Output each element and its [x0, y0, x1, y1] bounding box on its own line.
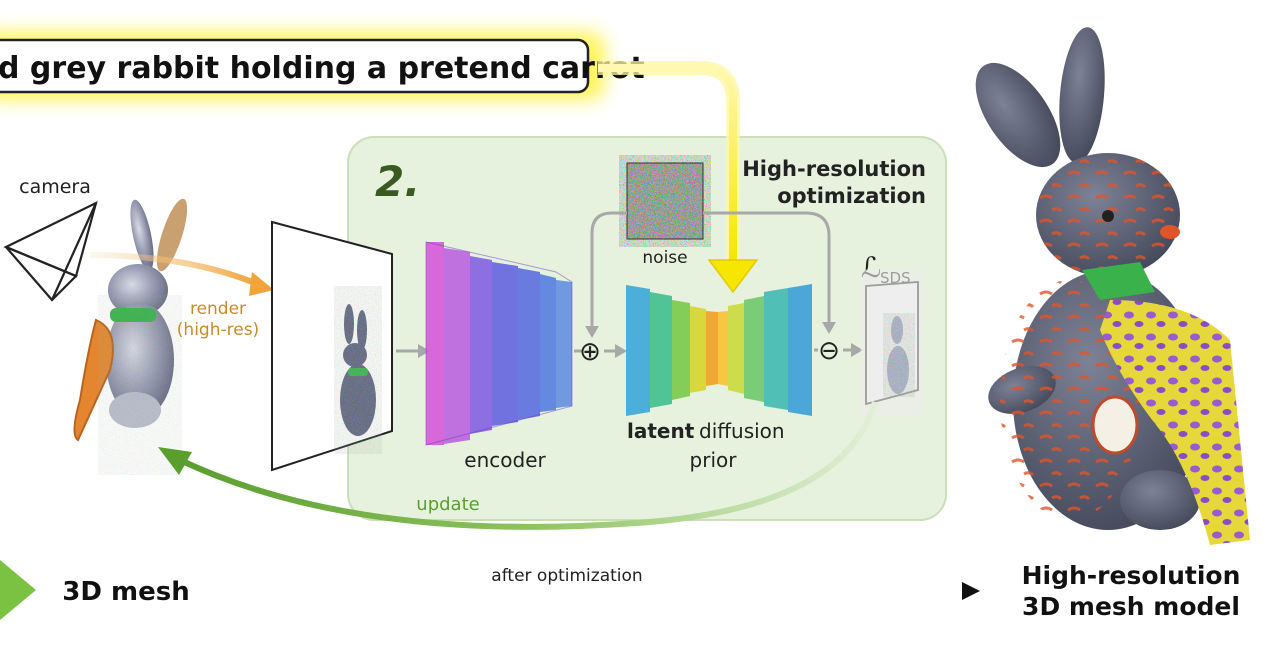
encoder-label: encoder [464, 448, 546, 472]
render-label-line1: render [190, 299, 246, 319]
play-triangle-icon [0, 560, 36, 620]
text-prompt: d grey rabbit holding a pretend carrot [0, 32, 645, 100]
prompt-arrow [598, 61, 759, 294]
result-label-line2: 3D mesh model [1022, 592, 1240, 621]
encoder-block [425, 241, 573, 446]
latent-label-rest: diffusion [699, 419, 785, 443]
camera-frustum-icon [3, 200, 98, 302]
rendered-image [271, 220, 393, 472]
render-arrow [89, 252, 257, 286]
rabbit-low-res-mesh-icon [73, 198, 188, 460]
panel-title-line1: High-resolution [742, 157, 926, 181]
update-arrow [178, 401, 878, 530]
minus-operator: ⊖ [818, 336, 840, 366]
panel-title-line2: optimization [777, 184, 926, 208]
unet-block [626, 284, 812, 416]
step-number: 2. [375, 157, 420, 206]
prior-label: prior [690, 448, 738, 472]
noise-to-minus-arrow [703, 211, 831, 325]
mesh-label: 3D mesh [62, 577, 189, 607]
camera-label: camera [19, 176, 91, 198]
prompt-text: d grey rabbit holding a pretend carrot [0, 51, 645, 86]
plus-operator: ⊕ [579, 337, 601, 367]
noise-label: noise [642, 248, 687, 268]
after-optimization-label: after optimization [491, 566, 642, 586]
prompt-box [0, 38, 590, 94]
update-label: update [416, 494, 479, 515]
latent-label-bold: latent [627, 419, 695, 443]
noise-to-plus-arrow [590, 211, 627, 328]
sds-gradient-image-icon [865, 281, 919, 406]
render-label-line2: (high-res) [177, 320, 259, 340]
rabbit-high-res-mesh-icon [975, 27, 1250, 545]
noise-texture [627, 163, 703, 239]
result-label-line1: High-resolution [1022, 561, 1241, 590]
loss-symbol: ℒ [861, 251, 881, 284]
